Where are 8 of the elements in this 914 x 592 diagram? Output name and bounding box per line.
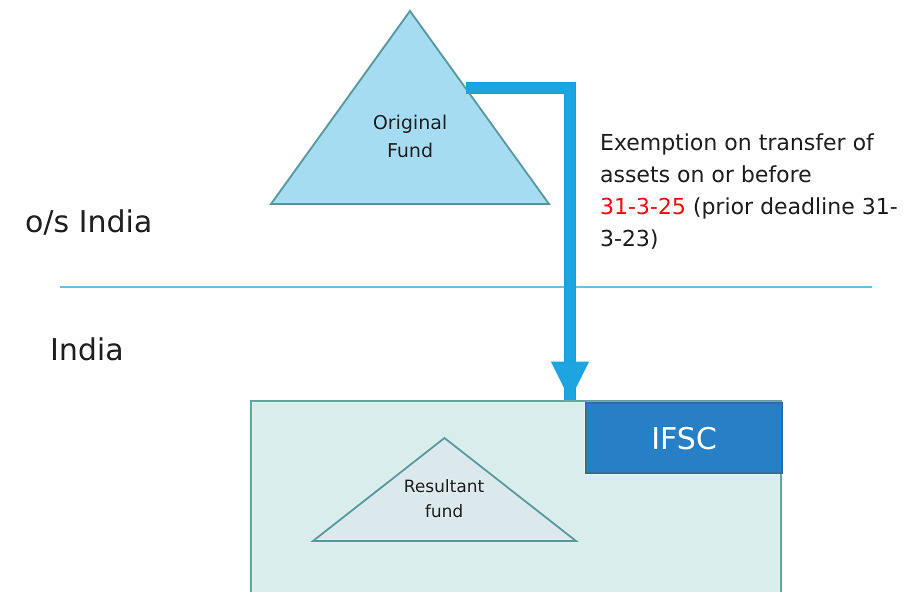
fund-label: Original Fund	[372, 111, 448, 164]
arrow	[466, 82, 590, 400]
zone-tag: IFSC	[585, 402, 783, 474]
region-panel	[250, 400, 782, 592]
region-label: India	[50, 333, 124, 368]
note-text: Exemption on transfer of assets on or before 31-3-25 (prior deadline 31-3-23)	[600, 130, 899, 254]
fund-label: Resultant fund	[402, 476, 486, 524]
region-label: o/s India	[25, 205, 152, 240]
